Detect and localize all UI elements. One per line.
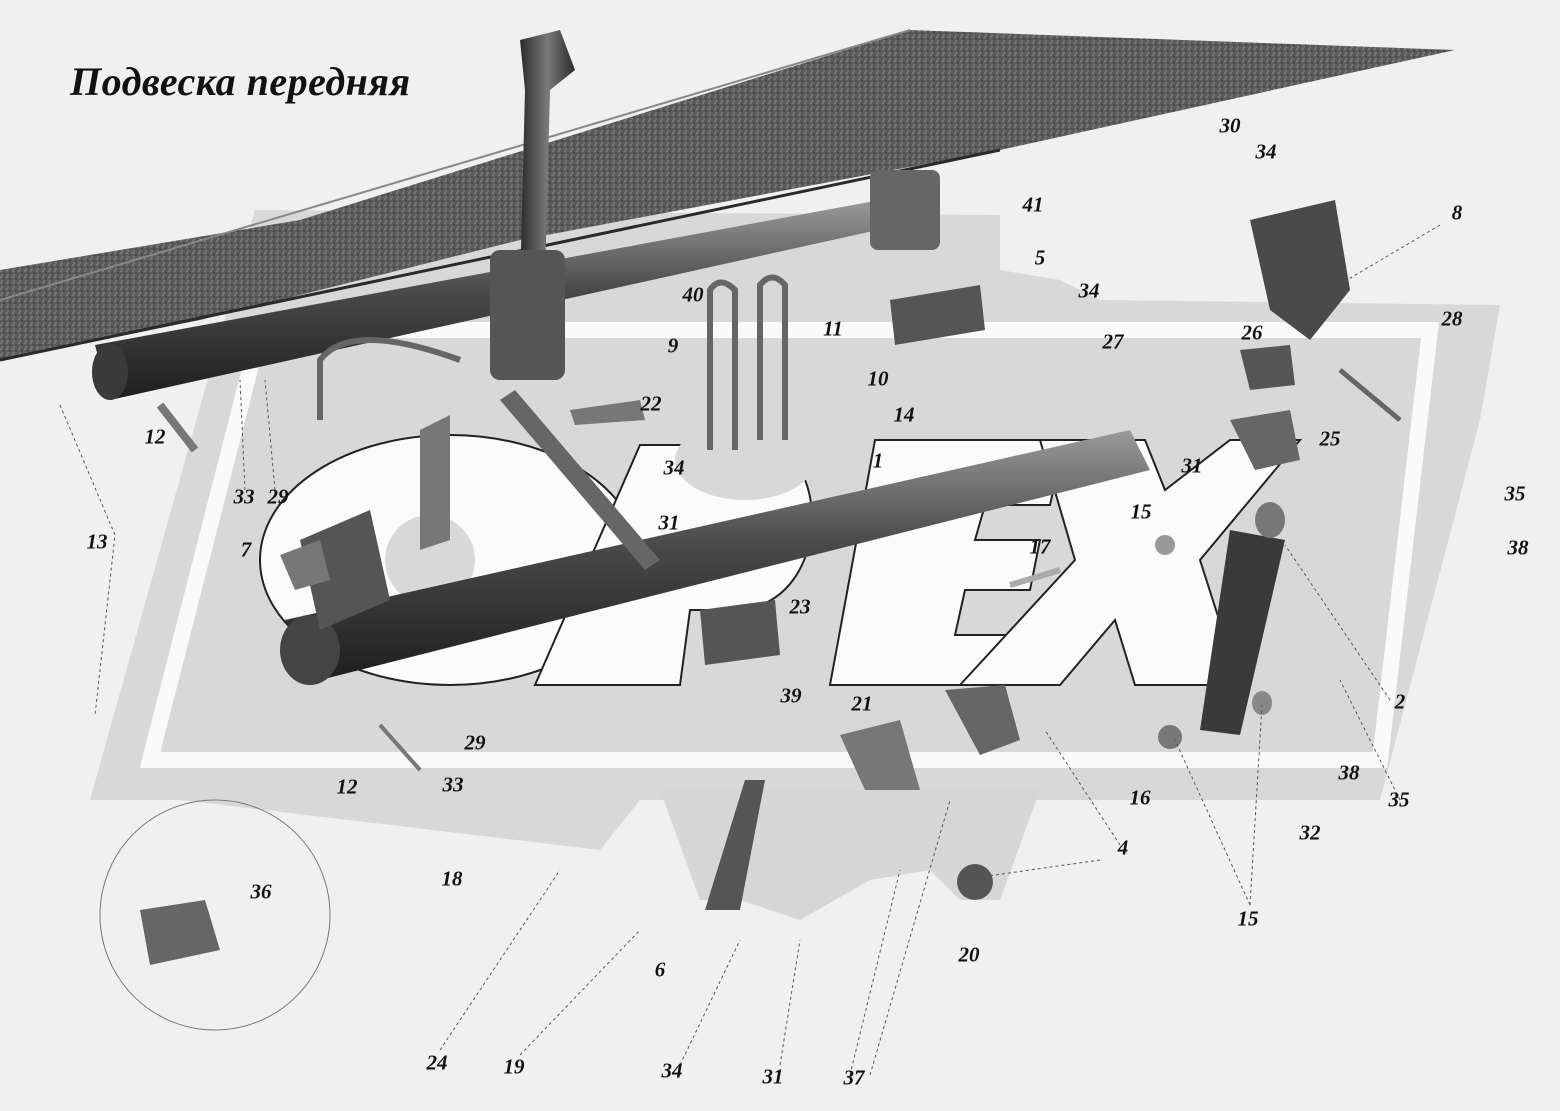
callout-10: 10 bbox=[867, 366, 889, 391]
callout-2: 2 bbox=[1394, 689, 1406, 714]
callout-41: 41 bbox=[1022, 192, 1044, 217]
callout-14: 14 bbox=[893, 402, 915, 427]
callout-11: 11 bbox=[823, 316, 843, 341]
callout-12: 12 bbox=[336, 774, 358, 799]
callout-38: 38 bbox=[1507, 535, 1529, 560]
callout-8: 8 bbox=[1451, 200, 1463, 225]
callout-31: 31 bbox=[762, 1064, 784, 1089]
callout-26: 26 bbox=[1241, 320, 1263, 345]
callout-28: 28 bbox=[1441, 306, 1463, 331]
callout-34: 34 bbox=[1078, 278, 1100, 303]
callout-4: 4 bbox=[1117, 835, 1129, 860]
callout-35: 35 bbox=[1388, 787, 1410, 812]
upper-bracket bbox=[490, 30, 940, 380]
page-title: Подвеска передняя bbox=[70, 59, 411, 104]
callout-18: 18 bbox=[441, 866, 463, 891]
callout-24: 24 bbox=[426, 1050, 448, 1075]
callout-33: 33 bbox=[233, 484, 255, 509]
shock-absorber bbox=[1200, 502, 1285, 735]
inset-detail bbox=[99, 799, 331, 1031]
callout-29: 29 bbox=[267, 484, 289, 509]
callout-33: 33 bbox=[442, 772, 464, 797]
callout-34: 34 bbox=[1255, 139, 1277, 164]
callout-21: 21 bbox=[851, 691, 873, 716]
callout-35: 35 bbox=[1504, 481, 1526, 506]
callout-17: 17 bbox=[1029, 534, 1051, 559]
callout-15: 15 bbox=[1130, 499, 1152, 524]
callout-15: 15 bbox=[1237, 906, 1259, 931]
u-bolts bbox=[317, 274, 788, 450]
link-rod bbox=[420, 390, 660, 570]
callout-38: 38 bbox=[1338, 760, 1360, 785]
front-axle-beam bbox=[280, 430, 1150, 685]
callout-25: 25 bbox=[1319, 426, 1341, 451]
callout-34: 34 bbox=[663, 455, 685, 480]
callout-37: 37 bbox=[843, 1065, 865, 1090]
callout-19: 19 bbox=[503, 1054, 525, 1079]
leader-lines bbox=[59, 224, 1441, 1076]
callout-31: 31 bbox=[1181, 453, 1203, 478]
callout-1: 1 bbox=[872, 448, 884, 473]
callout-34: 34 bbox=[661, 1058, 683, 1083]
callout-36: 36 bbox=[250, 879, 272, 904]
callout-12: 12 bbox=[144, 424, 166, 449]
callout-40: 40 bbox=[682, 282, 704, 307]
callout-23: 23 bbox=[789, 594, 811, 619]
callout-32: 32 bbox=[1299, 820, 1321, 845]
callout-13: 13 bbox=[86, 529, 108, 554]
brackets-right bbox=[1230, 200, 1402, 470]
callout-29: 29 bbox=[464, 730, 486, 755]
callout-9: 9 bbox=[667, 333, 679, 358]
callout-30: 30 bbox=[1219, 113, 1241, 138]
small-parts bbox=[156, 285, 1272, 910]
callout-39: 39 bbox=[780, 683, 802, 708]
callout-20: 20 bbox=[958, 942, 980, 967]
callout-31: 31 bbox=[658, 510, 680, 535]
callout-6: 6 bbox=[654, 957, 666, 982]
callout-22: 22 bbox=[640, 391, 662, 416]
callout-16: 16 bbox=[1129, 785, 1151, 810]
callout-27: 27 bbox=[1102, 329, 1124, 354]
callout-5: 5 bbox=[1034, 245, 1046, 270]
callout-7: 7 bbox=[240, 537, 252, 562]
